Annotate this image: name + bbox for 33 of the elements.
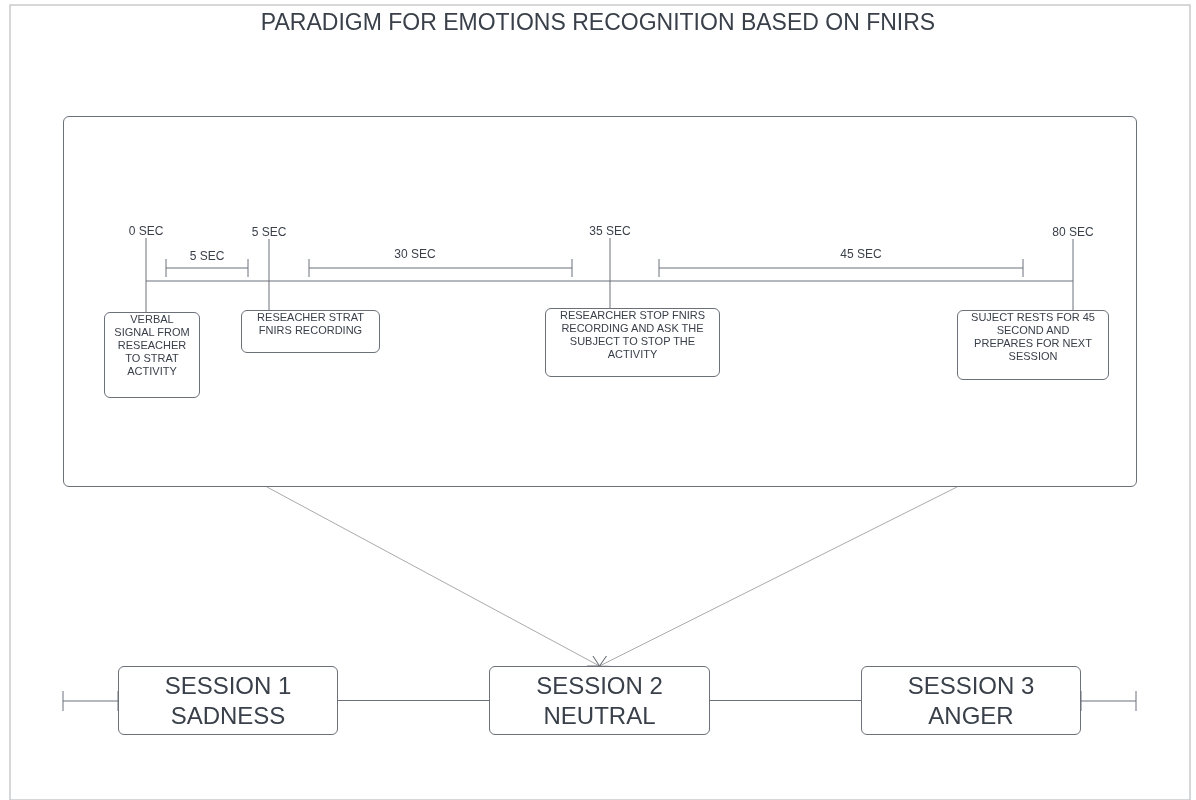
event-text: RESEARCHER STOP FNIRS RECORDING AND ASK THE SUBJECT TO STOP THE ACTIVITY: [558, 309, 707, 361]
connector-line: [709, 700, 862, 701]
duration-label: 45 SEC: [840, 247, 882, 261]
bar-end-line: [1080, 690, 1137, 712]
event-text: SUJECT RESTS FOR 45 SECOND AND PREPARES FOR NEXT SESSION: [970, 311, 1096, 363]
duration-label: 5 SEC: [189, 249, 225, 263]
event-text: RESEACHER STRAT FNIRS RECORDING: [256, 311, 365, 337]
session-box: [489, 666, 710, 735]
connector-line: [609, 237, 611, 309]
duration-label: 30 SEC: [394, 247, 436, 261]
session-label: SESSION 2 NEUTRAL: [535, 670, 664, 731]
session-box: [118, 666, 338, 735]
bar-end-line: [62, 690, 119, 712]
time-marker-label: 35 SEC: [590, 224, 630, 238]
time-marker-label: 5 SEC: [249, 225, 289, 239]
connector-line: [268, 238, 270, 311]
connector-line: [1072, 238, 1074, 311]
time-marker-label: 0 SEC: [126, 224, 166, 238]
connector-line: [145, 237, 147, 313]
connector-line: [337, 700, 490, 701]
session-label: SESSION 1 SADNESS: [163, 670, 293, 731]
arrow: [599, 486, 958, 667]
event-box: [241, 310, 380, 353]
arrow: [266, 486, 600, 667]
event-box: [104, 312, 200, 398]
event-box: [545, 308, 720, 377]
diagram-title: PARADIGM FOR EMOTIONS RECOGNITION BASED ON FNIRS: [259, 9, 937, 36]
time-marker-label: 80 SEC: [1053, 225, 1093, 239]
session-label: SESSION 3 ANGER: [906, 670, 1036, 731]
event-box: [957, 310, 1109, 380]
event-text: VERBAL SIGNAL FROM RESEACHER TO STRAT ACTIVITY: [114, 313, 190, 378]
session-box: [861, 666, 1081, 735]
timeline-panel: [63, 116, 1137, 487]
